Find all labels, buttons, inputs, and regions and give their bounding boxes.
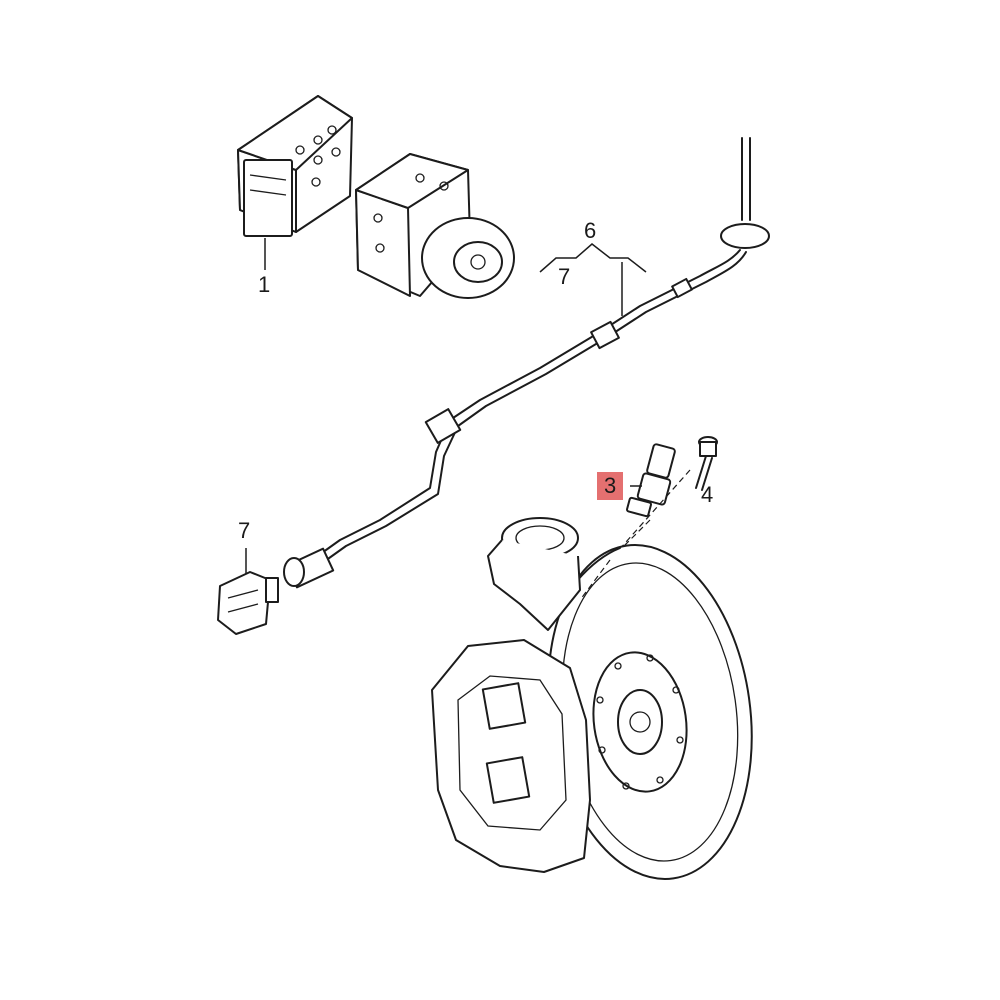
callout-4: 4 [701,482,714,507]
abs-control-unit [237,95,353,237]
brake-caliper [431,639,591,873]
callout-3-highlight[interactable]: 3 [597,472,624,500]
connector-7 [217,571,279,635]
brake-disc [547,544,753,880]
bolt [695,436,718,491]
callout-7-connector: 7 [238,518,251,543]
abs-sensor-cable [283,137,770,589]
steering-knuckle [487,517,581,631]
callout-6: 6 [584,218,597,243]
wheel-speed-sensor [626,443,676,518]
abs-hydraulic-unit [355,153,515,299]
callout-1: 1 [258,272,271,297]
callout-bracket-6 [539,243,647,316]
cable-plug-housing [283,547,335,589]
callout-7-bracket: 7 [558,264,571,289]
